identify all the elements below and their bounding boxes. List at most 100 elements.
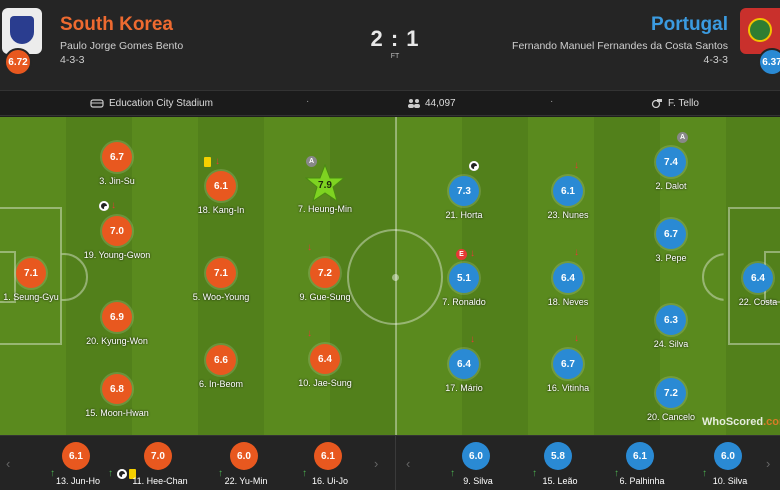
player-rating: 7.1	[206, 258, 236, 288]
player-name: 7. Heung-Min	[297, 204, 353, 214]
away-team-crest[interactable]	[740, 8, 780, 54]
player-name: 5. Woo-Young	[192, 292, 250, 302]
player-rating: 6.7	[102, 142, 132, 172]
away-subs-prev-button[interactable]: ‹	[406, 456, 411, 471]
sub-in-icon: ↑	[532, 468, 537, 479]
player-name: 6. Palhinha	[619, 476, 665, 486]
player-rating: 6.4	[743, 263, 773, 293]
sub-out-icon: ↓	[307, 328, 312, 339]
home-six-yard-box	[0, 251, 16, 303]
player-rating: 6.0	[230, 442, 258, 470]
player-rating: 6.1	[206, 171, 236, 201]
player-rating: 6.8	[102, 374, 132, 404]
subs-divider	[395, 436, 396, 490]
player-rating: 7.9	[318, 179, 332, 191]
sub-in-icon: ↑	[302, 468, 307, 479]
home-manager: Paulo Jorge Gomes Bento	[60, 40, 184, 52]
sub-out-icon: ↓	[574, 247, 579, 258]
home-team-name[interactable]: South Korea	[60, 14, 173, 35]
home-subs-prev-button[interactable]: ‹	[6, 456, 11, 471]
player-rating: 6.1	[314, 442, 342, 470]
separator: ·	[550, 96, 554, 107]
assist-icon: A	[306, 156, 317, 167]
player-rating: 6.1	[553, 176, 583, 206]
attendance-value: 44,097	[425, 98, 456, 109]
player-rating: 6.1	[62, 442, 90, 470]
match-status: FT	[390, 53, 400, 60]
player-rating: 7.0	[144, 442, 172, 470]
player-rating: 6.3	[656, 305, 686, 335]
player-rating: 7.1	[16, 258, 46, 288]
home-subs-next-button[interactable]: ›	[374, 456, 379, 471]
home-formation: 4-3-3	[60, 54, 85, 66]
yellow-card-icon	[129, 469, 136, 479]
player-name: 11. Hee-Chan	[132, 476, 188, 486]
player-name: 2. Dalot	[655, 181, 687, 191]
sub-out-icon: ↓	[307, 242, 312, 253]
player-name: 7. Ronaldo	[442, 297, 486, 307]
sub-out-icon: ↓	[215, 156, 220, 167]
sub-in-icon: ↑	[218, 468, 223, 479]
sub-out-icon: ↓	[574, 333, 579, 344]
stadium-name: Education City Stadium	[109, 98, 213, 109]
player-name: 15. Moon-Hwan	[85, 408, 149, 418]
player-name: 1. Seung-Gyu	[3, 292, 59, 302]
player-name: 3. Pepe	[655, 253, 687, 263]
sub-in-icon: ↑	[702, 468, 707, 479]
player-name: 16. Ui-Jo	[311, 476, 348, 486]
player-rating: 7.3	[449, 176, 479, 206]
whoscored-watermark: WhoScored.com	[702, 416, 780, 428]
player-rating: 6.7	[656, 219, 686, 249]
player-rating: 7.2	[656, 378, 686, 408]
substitutes-bar: ‹ › ‹ › ↑ 6.1 13. Jun-Ho ↑ 7.0 11. Hee-C…	[0, 435, 780, 490]
player-name: 23. Nunes	[547, 210, 589, 220]
player-name: 10. Silva	[712, 476, 748, 486]
pitch: 7.1 1. Seung-Gyu 6.7 3. Jin-Su ↓ 7.0 19.…	[0, 117, 780, 435]
home-penalty-box	[0, 207, 62, 345]
away-penalty-box	[728, 207, 780, 345]
player-name: 10. Jae-Sung	[298, 378, 352, 388]
sub-in-icon: ↑	[50, 468, 55, 479]
stadium-icon	[90, 98, 104, 111]
player-rating: 6.0	[714, 442, 742, 470]
away-team-name[interactable]: Portugal	[650, 14, 728, 35]
player-rating: 6.4	[449, 349, 479, 379]
sub-in-icon: ↑	[614, 468, 619, 479]
away-formation: 4-3-3	[703, 54, 728, 66]
sub-out-icon: ↓	[470, 248, 475, 259]
player-name: 18. Neves	[547, 297, 589, 307]
assist-icon: A	[677, 132, 688, 143]
player-rating: 6.4	[553, 263, 583, 293]
player-name: 20. Cancelo	[646, 412, 696, 422]
error-icon: E	[456, 249, 467, 260]
player-name: 16. Vitinha	[546, 383, 590, 393]
player-rating: 7.4	[656, 147, 686, 177]
player-rating: 6.0	[462, 442, 490, 470]
player-rating: 5.8	[544, 442, 572, 470]
separator: ·	[306, 96, 310, 107]
goal-icon	[99, 201, 109, 211]
sub-in-icon: ↑	[108, 468, 113, 479]
home-team-rating: 6.72	[4, 48, 32, 76]
player-name: 15. Leão	[542, 476, 578, 486]
goal-icon	[117, 469, 127, 479]
home-team-crest[interactable]	[2, 8, 42, 54]
player-name: 6. In-Beom	[198, 379, 244, 389]
player-name: 9. Silva	[463, 476, 493, 486]
player-name: 18. Kang-In	[197, 205, 245, 215]
center-spot	[392, 274, 399, 281]
player-rating: 6.9	[102, 302, 132, 332]
player-rating: 6.7	[553, 349, 583, 379]
sub-out-icon: ↓	[574, 160, 579, 171]
player-rating: 6.6	[206, 345, 236, 375]
match-info-bar: Education City Stadium · 44,097 · F. Tel…	[0, 90, 780, 116]
player-name: 20. Kyung-Won	[86, 336, 148, 346]
away-subs-next-button[interactable]: ›	[766, 456, 771, 471]
player-rating: 6.4	[310, 344, 340, 374]
player-rating: 5.1	[449, 263, 479, 293]
referee-name: F. Tello	[668, 98, 699, 109]
match-header: 6.72 South Korea Paulo Jorge Gomes Bento…	[0, 0, 780, 90]
sub-out-icon: ↓	[111, 200, 116, 211]
sub-out-icon: ↓	[470, 334, 475, 345]
player-rating: 7.2	[310, 258, 340, 288]
